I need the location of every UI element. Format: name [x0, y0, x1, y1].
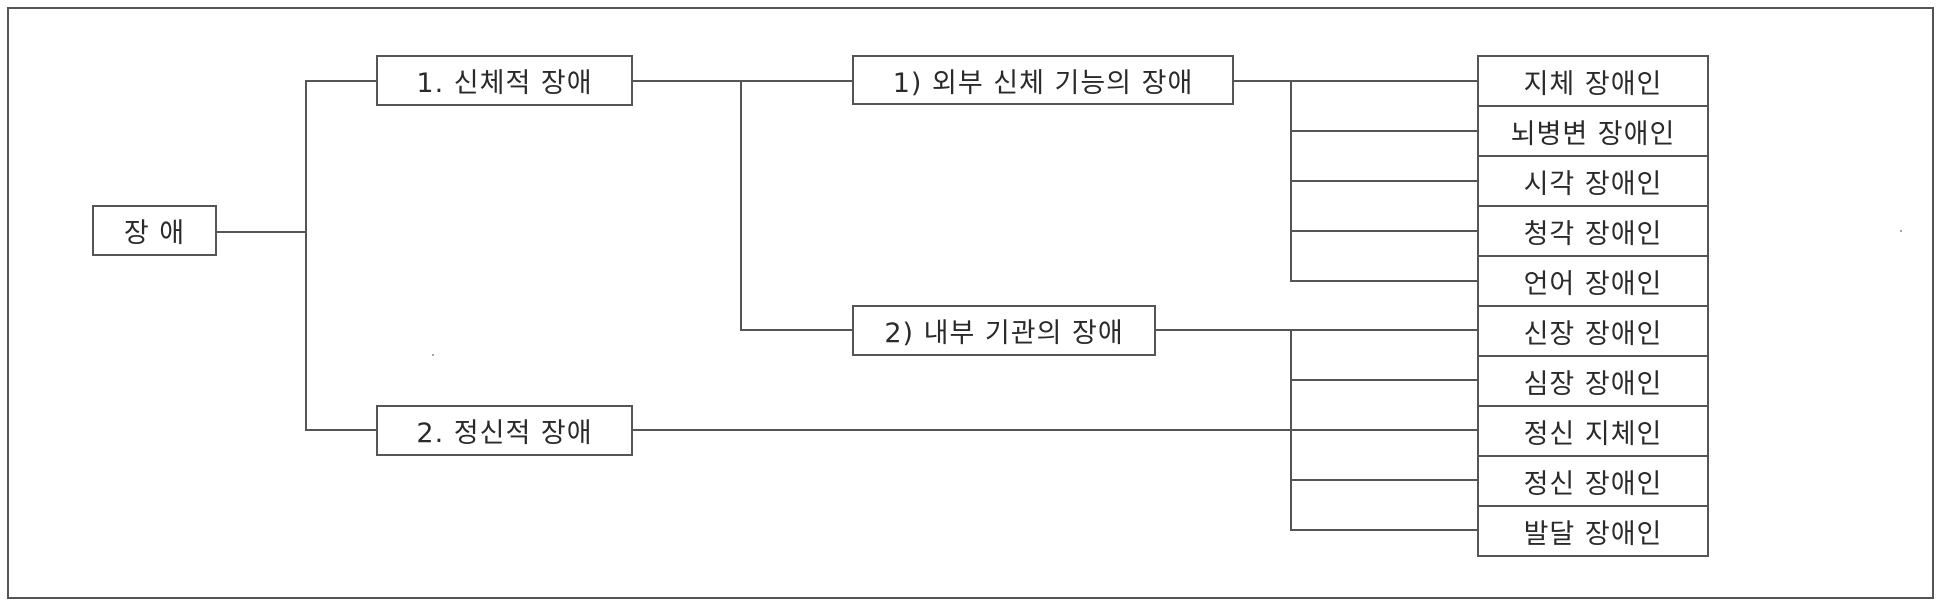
leaf-label: 시각 장애인 [1523, 168, 1663, 200]
connector-leaf-4 [1290, 230, 1478, 232]
leaf-label: 지체 장애인 [1523, 68, 1663, 100]
node-label: 1. 신체적 장애 [416, 68, 593, 99]
node-mental-disability: 2. 정신적 장애 [376, 405, 633, 456]
leaf-label: 정신 장애인 [1523, 468, 1663, 500]
leaf-node: 신장 장애인 [1479, 307, 1707, 357]
leaf-node: 정신 장애인 [1479, 457, 1707, 507]
node-internal-organ: 2) 내부 기관의 장애 [852, 305, 1156, 356]
connector-internal-vertical [1290, 329, 1292, 531]
leaf-label: 심장 장애인 [1523, 368, 1663, 400]
connector-to-physical [305, 80, 377, 82]
connector-leaf-5 [1290, 280, 1478, 282]
node-label: 1) 외부 신체 기능의 장애 [892, 67, 1194, 99]
connector-leaf-2 [1290, 130, 1478, 132]
leaf-node: 발달 장애인 [1479, 507, 1707, 557]
connector-leaf-9 [1290, 479, 1478, 481]
leaf-column: 지체 장애인 뇌병변 장애인 시각 장애인 청각 장애인 언어 장애인 신장 장… [1477, 55, 1709, 557]
connector-internal-out [1155, 329, 1478, 331]
leaf-node: 언어 장애인 [1479, 257, 1707, 307]
connector-leaf-10 [1290, 529, 1478, 531]
connector-leaf-7 [1290, 379, 1478, 381]
leaf-label: 발달 장애인 [1523, 518, 1663, 550]
leaf-node: 지체 장애인 [1479, 57, 1707, 107]
leaf-node: 청각 장애인 [1479, 207, 1707, 257]
leaf-label: 뇌병변 장애인 [1510, 118, 1676, 150]
root-label: 장 애 [123, 218, 186, 249]
leaf-label: 신장 장애인 [1523, 318, 1663, 350]
leaf-label: 언어 장애인 [1523, 268, 1663, 300]
connector-external-out [1233, 80, 1478, 82]
root-node: 장 애 [92, 205, 217, 256]
connector-root-vertical [305, 80, 307, 431]
leaf-node: 뇌병변 장애인 [1479, 107, 1707, 157]
scan-speck [1900, 230, 1902, 232]
diagram-frame [7, 7, 1934, 599]
leaf-label: 정신 지체인 [1523, 418, 1663, 450]
connector-physical-vertical [740, 80, 742, 331]
leaf-node: 정신 지체인 [1479, 407, 1707, 457]
node-external-body-function: 1) 외부 신체 기능의 장애 [852, 55, 1234, 105]
leaf-node: 심장 장애인 [1479, 357, 1707, 407]
connector-physical-out [632, 80, 853, 82]
node-physical-disability: 1. 신체적 장애 [376, 55, 633, 106]
connector-root [216, 231, 306, 233]
connector-leaf-3 [1290, 180, 1478, 182]
leaf-node: 시각 장애인 [1479, 157, 1707, 207]
node-label: 2. 정신적 장애 [416, 418, 593, 449]
node-label: 2) 내부 기관의 장애 [884, 318, 1124, 349]
leaf-label: 청각 장애인 [1523, 218, 1663, 250]
connector-to-internal [740, 329, 853, 331]
connector-to-mental [305, 429, 377, 431]
connector-mental-to-leaf [632, 429, 1478, 431]
scan-speck [432, 354, 434, 356]
